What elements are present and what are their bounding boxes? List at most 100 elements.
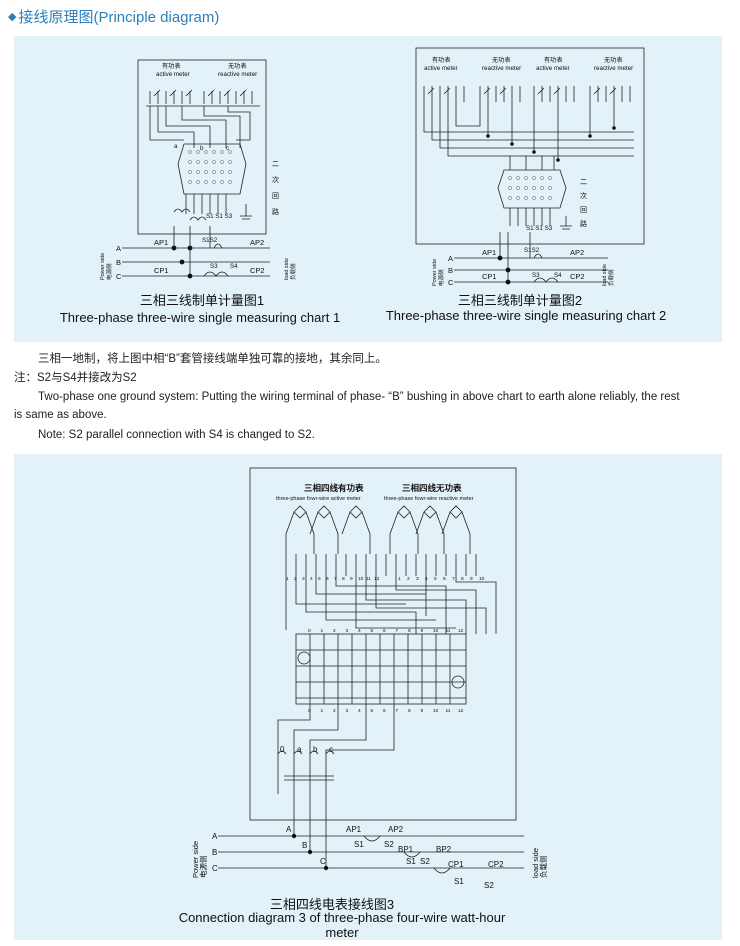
chart3-bp2: BP2	[436, 845, 452, 854]
chart3-block-bottom-number-5: 5	[371, 708, 374, 714]
chart1-terminal-a: a	[174, 143, 178, 150]
chart3-block-bottom-number-6: 6	[383, 708, 386, 714]
chart3-meter1-terminal-3: 4	[310, 576, 313, 582]
chart2-ap1: AP1	[482, 248, 496, 257]
chart1-switch-blades	[153, 89, 247, 97]
chart2-power-side: Power side	[432, 259, 438, 286]
chart1-power-side: Power side	[100, 253, 106, 280]
chart2-ground	[560, 216, 572, 230]
chart3-block-top-number-11: 11	[446, 628, 451, 634]
chart1-phase-c: C	[116, 272, 122, 281]
chart3-phase-taps	[293, 794, 451, 874]
chart3-block-top-number-3: 3	[346, 628, 349, 634]
chart3-meter2-terminal-6: 7	[452, 576, 455, 582]
chart2-block-feeds	[509, 156, 555, 170]
chart1-block-dots	[188, 150, 232, 184]
chart3-load-side: load side	[531, 848, 540, 878]
chart1-ct-taps	[173, 226, 229, 277]
chart2-ap2: AP2	[570, 248, 584, 257]
chart3-block-bottom-number-9: 9	[421, 708, 424, 714]
chart2-meter1-en: active meter	[424, 65, 458, 72]
chart1-s3: S3	[210, 263, 218, 270]
chart3-s1-a: S1	[354, 840, 364, 849]
chart2-frame	[415, 47, 645, 245]
chart1-terminal-c: c	[226, 145, 229, 152]
chart3-s1-c: S1	[454, 877, 464, 886]
chart3-block-top-number-7: 7	[396, 628, 399, 634]
chart3-ct-b: b	[313, 745, 318, 754]
chart3-ct-c: c	[329, 745, 333, 754]
chart3-block-top-number-12: 12	[458, 628, 464, 634]
section-heading: ◆接线原理图(Principle diagram)	[8, 6, 219, 27]
chart2-meter2-cn: 无功表	[492, 56, 511, 64]
chart2-title-cn: 三相三线制单计量图2	[457, 293, 583, 308]
chart3-meter2-terminal-7: 8	[461, 576, 464, 582]
chart1-terminal-block	[177, 143, 247, 195]
chart3-block-knob-right	[451, 675, 465, 689]
chart2-cp1: CP1	[482, 272, 497, 281]
chart1-reactive-cn: 无功表	[228, 62, 247, 70]
chart3-meter2-terminal-8: 9	[470, 576, 473, 582]
chart3-power-side-cn: 电源侧	[198, 856, 208, 879]
chart3-meter1-terminal-7: 8	[342, 576, 345, 582]
chart3-terminal-strips	[285, 554, 477, 576]
chart1-s4: S4	[230, 263, 238, 270]
chart3-node-c: C	[320, 857, 326, 866]
chart1-active-cn: 有功表	[162, 62, 181, 70]
chart1-side-cn-2: 次	[272, 175, 279, 184]
chart1-active-en: active meter	[156, 71, 190, 78]
chart2-cp2: CP2	[570, 272, 585, 281]
chart2-conductors	[509, 208, 551, 226]
chart2-block-dots	[508, 176, 552, 200]
note-line-3: Two-phase one ground system: Putting the…	[38, 391, 680, 403]
chart3-block-top-number-9: 9	[421, 628, 424, 634]
chart1-ap1: AP1	[154, 238, 168, 247]
note-line-5: Note: S2 parallel connection with S4 is …	[38, 429, 315, 441]
chart2-load-side: load side	[602, 264, 608, 286]
chart3-ap2: AP2	[388, 825, 404, 834]
chart3-block-top-number-6: 6	[383, 628, 386, 634]
chart3-phase-b: B	[212, 848, 217, 857]
chart1-s1s1s3: S1 S1 S3	[206, 213, 233, 220]
bottom-diagram-panel: 三相四线有功表 三相四线无功表 three-phase fowr-wire ac…	[14, 454, 722, 940]
chart3-meter1-terminal-5: 6	[326, 576, 329, 582]
top-diagram-panel: 有功表 active meter 无功表 reactive meter a b …	[14, 36, 722, 342]
chart3-meter1-terminal-11: 12	[374, 576, 380, 582]
chart3-block-bottom-number-1: 1	[321, 708, 324, 714]
chart3-meter1-terminal-8: 9	[350, 576, 353, 582]
chart3-block-knob-left	[297, 651, 311, 665]
chart3-block-bottom-number-7: 7	[396, 708, 399, 714]
chart3-meter1-terminal-4: 5	[318, 576, 321, 582]
chart3-block-top-number-4: 4	[358, 628, 361, 634]
chart1-ground	[240, 204, 252, 220]
chart2-s3: S3	[532, 272, 540, 279]
note-line-4: is same as above.	[14, 409, 107, 421]
chart1-ct-coils	[173, 208, 207, 221]
chart2-s1s2: S1S2	[524, 247, 540, 254]
chart2-meter4-en: reactive meter	[594, 65, 633, 72]
chart3-block-bottom-number-3: 3	[346, 708, 349, 714]
chart3-block-rows	[296, 649, 466, 699]
chart3-meter2-terminal-2: 3	[416, 576, 419, 582]
chart3-meter1-terminal-6: 7	[334, 576, 337, 582]
chart3-ct-0: 0	[280, 745, 285, 754]
chart3-reactive-en: three-phase fowr-wire reactive meter	[384, 496, 474, 502]
chart2-meter4-cn: 无功表	[604, 56, 623, 64]
chart3-s2-c: S2	[484, 881, 494, 890]
chart3-meter2-terminal-3: 4	[425, 576, 428, 582]
chart3-meter2-terminal-0: 1	[398, 576, 401, 582]
chart1-s1s2: S1S2	[202, 237, 218, 244]
chart1-wiring	[149, 106, 251, 148]
chart2-side-cn-2: 次	[580, 191, 587, 200]
chart1-cp1: CP1	[154, 266, 169, 275]
top-diagrams-svg: 有功表 active meter 无功表 reactive meter a b …	[100, 47, 645, 287]
chart3-meter-coils	[293, 505, 463, 519]
chart1-power-side-cn: 电源侧	[105, 263, 113, 280]
chart2-ct-taps	[499, 232, 559, 283]
chart3-ct-coils	[277, 750, 335, 755]
chart3-power-side: Power side	[191, 841, 200, 878]
chart3-cross-wiring	[285, 576, 497, 634]
chart3-block-bottom-number-0: 0	[308, 708, 311, 714]
chart3-ap1: AP1	[346, 825, 362, 834]
chart3-block-bottom-number-11: 11	[446, 708, 451, 714]
